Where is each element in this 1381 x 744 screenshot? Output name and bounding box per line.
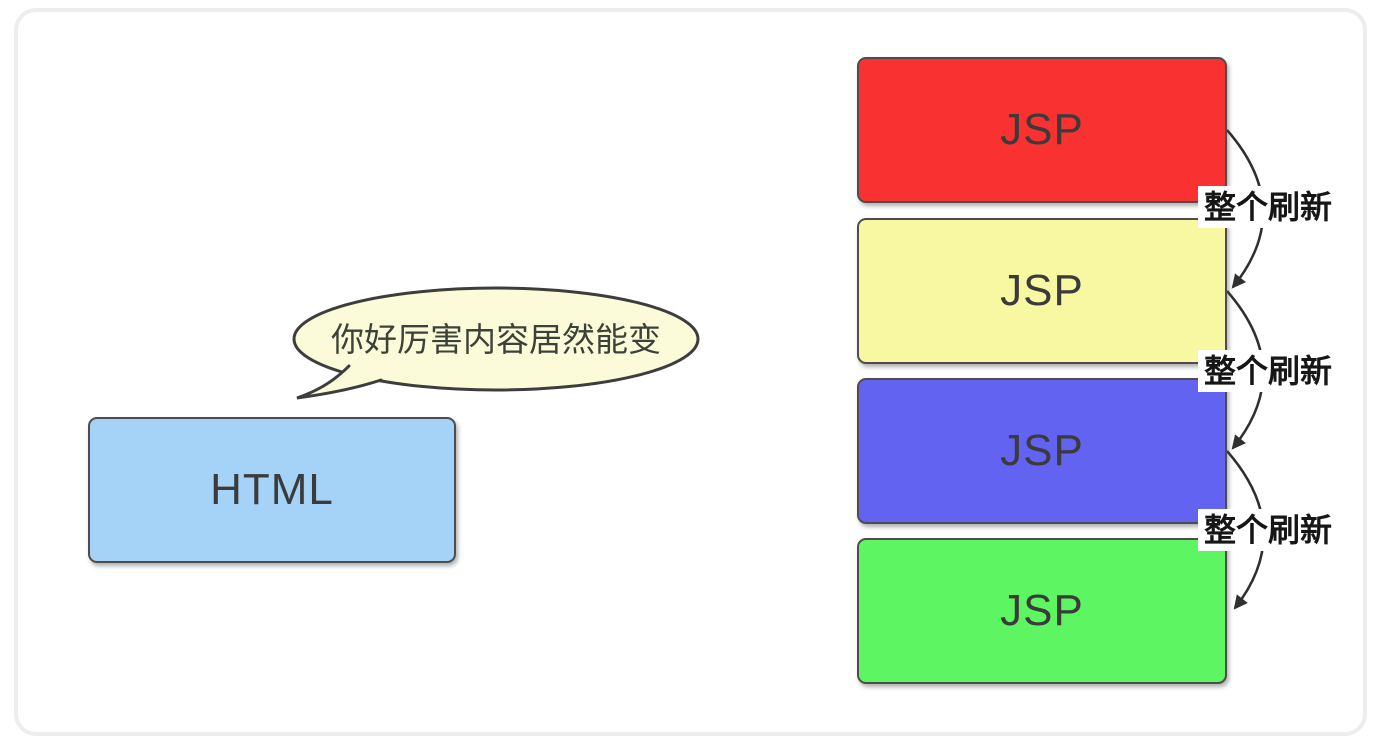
jsp-node-label: JSP [1000,105,1084,154]
page-frame-border [14,8,1367,736]
jsp-node-box-4: JSP [857,538,1227,684]
jsp-node-label: JSP [1000,586,1084,635]
jsp-node-box-1: JSP [857,57,1227,203]
refresh-label-3: 整个刷新 [1198,509,1339,551]
speech-bubble-text: 你好厉害内容居然能变 [331,321,661,358]
jsp-node-box-2: JSP [857,218,1227,364]
refresh-label-2: 整个刷新 [1198,350,1339,392]
html-node-label: HTML [210,465,334,514]
jsp-node-label: JSP [1000,266,1084,315]
jsp-node-label: JSP [1000,426,1084,475]
html-node-box: HTML [88,417,456,563]
jsp-node-box-3: JSP [857,378,1227,524]
refresh-label-1: 整个刷新 [1198,186,1339,228]
